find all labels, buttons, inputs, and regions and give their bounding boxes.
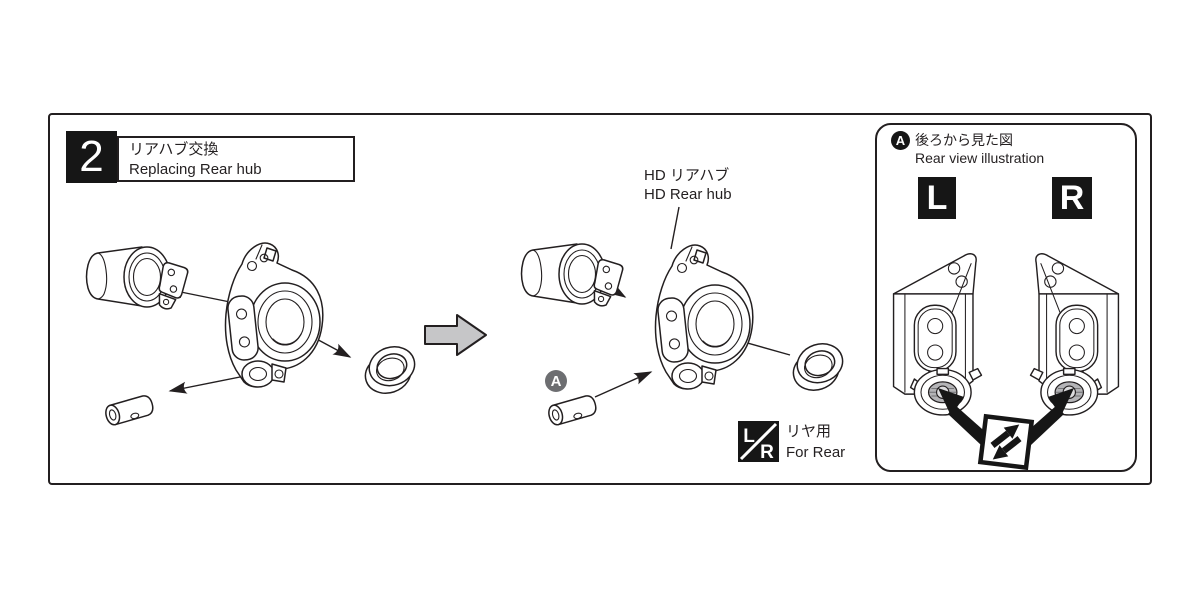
next-step-arrow-icon: [424, 314, 487, 356]
step-title-box: リアハブ交換 Replacing Rear hub: [117, 136, 355, 182]
left-right-icon: L R: [738, 421, 779, 463]
for-rear-label: リヤ用 For Rear: [786, 421, 845, 463]
left-right-icon-r: R: [760, 442, 774, 463]
swap-leader-arrows: [938, 388, 1074, 445]
hinge-pin-illustration: [545, 393, 599, 428]
step-title-jp: リアハブ交換: [129, 140, 219, 158]
marker-a-badge: A: [545, 370, 567, 392]
swap-icon: [977, 413, 1035, 471]
bearing-ring-illustration: [360, 340, 420, 400]
rear-view-marker-badge: A: [891, 131, 910, 150]
axle-assembly-illustration: [520, 243, 625, 310]
hd-hub-label-jp: HD リアハブ: [644, 167, 730, 184]
assembly-illustration: [520, 206, 848, 428]
old-rear-hub-illustration: [224, 242, 324, 388]
rear-hub-left-illustration: [892, 253, 983, 416]
left-badge: L: [918, 177, 956, 219]
step-title-en: Replacing Rear hub: [129, 160, 262, 178]
hinge-pin-illustration: [102, 393, 156, 428]
axle-assembly-illustration: [85, 246, 190, 313]
rear-view-header: A 後ろから見た図 Rear view illustration: [891, 131, 1044, 167]
for-rear-label-jp: リヤ用: [786, 423, 832, 440]
step-number: 2: [66, 131, 117, 183]
bearing-ring-illustration: [788, 337, 848, 397]
hd-hub-label: HD リアハブ HD Rear hub: [644, 166, 732, 204]
rear-hub-right-illustration: [1029, 253, 1120, 416]
left-right-icon-l: L: [743, 426, 755, 447]
rear-view-title-jp: 後ろから見た図: [915, 132, 1013, 148]
rear-view-title-en: Rear view illustration: [915, 150, 1045, 166]
hd-hub-label-en: HD Rear hub: [644, 186, 732, 203]
disassembly-illustration: [85, 242, 420, 428]
right-badge: R: [1052, 177, 1092, 219]
for-rear-label-en: For Rear: [786, 444, 846, 461]
hd-rear-hub-illustration: [654, 244, 754, 390]
rear-view-illustration: [892, 253, 1120, 471]
